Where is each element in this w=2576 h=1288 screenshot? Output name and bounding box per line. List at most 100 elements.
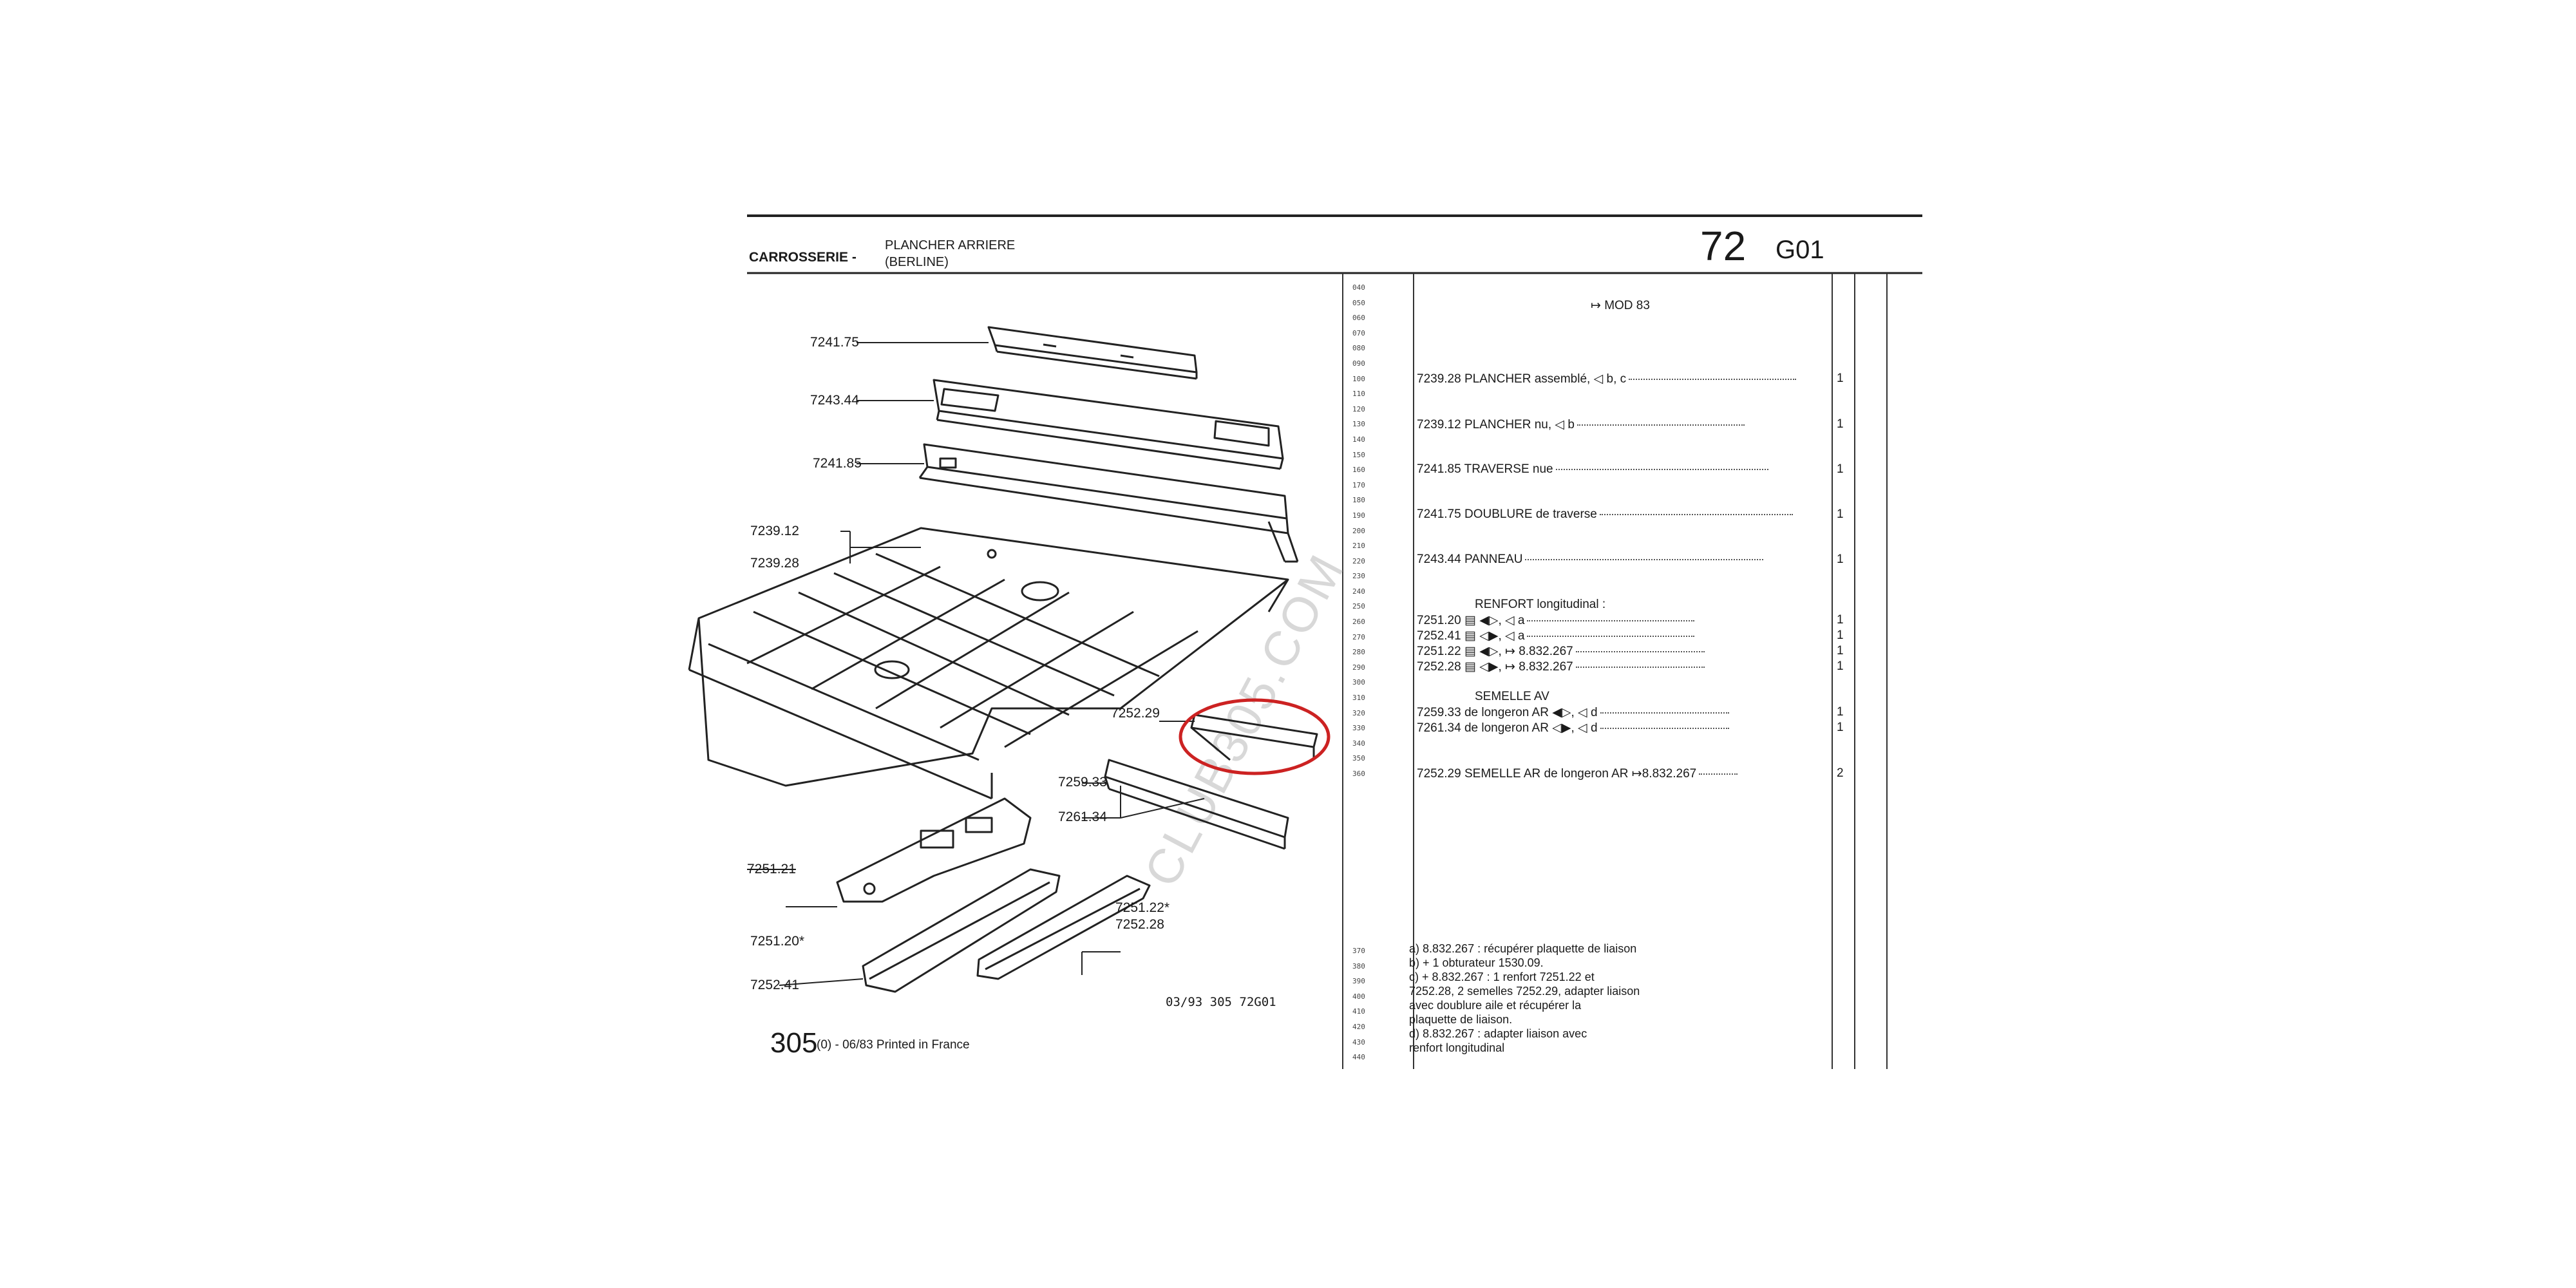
part-7251-22-drawing — [976, 875, 1151, 980]
part-qty: 1 — [1837, 372, 1844, 385]
label-7252-28: 7252.28 — [1115, 917, 1164, 932]
line-number: 270 — [1352, 632, 1365, 641]
part-7239-floor-drawing — [688, 527, 1289, 800]
note-line: a) 8.832.267 : récupérer plaquette de li… — [1409, 942, 1637, 955]
line-number: 180 — [1352, 496, 1365, 505]
line-number: 040 — [1352, 283, 1365, 292]
part-7251-20-drawing — [862, 868, 1061, 993]
line-number: 070 — [1352, 328, 1365, 337]
label-7251-22: 7251.22* — [1115, 900, 1170, 915]
line-number: 290 — [1352, 663, 1365, 672]
arrow-stop-icon: ↦ — [1505, 660, 1515, 674]
vehicle-icon: ▤ — [1464, 614, 1476, 627]
line-number: 380 — [1352, 961, 1365, 971]
mod-note: ↦ MOD 83 — [1591, 299, 1650, 312]
part-qty: 1 — [1837, 705, 1844, 719]
part-7243-44-drawing — [933, 379, 1284, 470]
highlight-circle — [1179, 698, 1331, 775]
line-number: 430 — [1352, 1037, 1365, 1046]
note-line: 7252.28, 2 semelles 7252.29, adapter lia… — [1409, 985, 1640, 998]
arrow-icon: ◁ — [1578, 721, 1587, 735]
note-line-number-column: 370 380 390 400 410 420 430 440 — [1352, 947, 1378, 1068]
label-7261-34: 7261.34 — [1058, 810, 1107, 824]
label-7259-33: 7259.33 — [1058, 775, 1107, 790]
part-qty: 1 — [1837, 613, 1844, 627]
part-row: 7252.29 SEMELLE AR de longeron AR ↦8.832… — [1417, 766, 1738, 781]
part-7241-75-drawing — [987, 326, 1198, 380]
label-7251-21: 7251.21 — [747, 862, 796, 876]
part-row: 7241.75 DOUBLURE de traverse — [1417, 507, 1793, 522]
line-number: 250 — [1352, 602, 1365, 611]
arrow-icon: ◁ — [1505, 614, 1515, 627]
line-number-column: 040 050 060 070 080 090 100 110 120 130 … — [1352, 283, 1378, 785]
line-number: 150 — [1352, 450, 1365, 459]
part-row: 7239.12 PLANCHER nu, ◁ b — [1417, 417, 1745, 432]
line-number: 370 — [1352, 947, 1365, 955]
line-number: 350 — [1352, 754, 1365, 763]
part-qty: 1 — [1837, 553, 1844, 566]
note-line: c) + 8.832.267 : 1 renfort 7251.22 et — [1409, 971, 1595, 983]
line-number: 220 — [1352, 556, 1365, 565]
part-row: 7252.28 ▤ ◁▶, ↦ 8.832.267 — [1417, 659, 1705, 674]
label-7241-85: 7241.85 — [813, 456, 862, 471]
part-row: 7259.33 de longeron AR ◀▷, ◁ d — [1417, 705, 1729, 720]
label-7243-44: 7243.44 — [810, 393, 859, 408]
page-title-line2: (BERLINE) — [885, 255, 949, 269]
part-row: 7252.41 ▤ ◁▶, ◁ a — [1417, 629, 1695, 643]
line-number: 340 — [1352, 739, 1365, 748]
line-number: 190 — [1352, 511, 1365, 520]
arrow-icon: ◁▶ — [1552, 721, 1571, 735]
line-number: 400 — [1352, 992, 1365, 1001]
line-number: 050 — [1352, 298, 1365, 307]
arrow-icon: ◁ — [1593, 372, 1604, 386]
line-number: 130 — [1352, 420, 1365, 429]
line-number: 280 — [1352, 648, 1365, 657]
line-number: 390 — [1352, 977, 1365, 986]
arrow-stop-icon: ↦ — [1505, 645, 1515, 658]
label-7251-20: 7251.20* — [750, 934, 805, 949]
part-qty: 1 — [1837, 417, 1844, 431]
line-number: 090 — [1352, 359, 1365, 368]
note-line: b) + 1 obturateur 1530.09. — [1409, 956, 1544, 969]
part-7252-29-drawing — [1190, 714, 1318, 761]
part-qty: 1 — [1837, 659, 1844, 673]
arrow-icon: ◁ — [1505, 629, 1515, 643]
note-line: renfort longitudinal — [1409, 1041, 1505, 1054]
vehicle-icon: ▤ — [1464, 645, 1476, 658]
note-line: d) 8.832.267 : adapter liaison avec — [1409, 1027, 1587, 1040]
exploded-parts-diagram — [688, 326, 1331, 993]
line-number: 100 — [1352, 374, 1365, 383]
page-title-line1: PLANCHER ARRIERE — [885, 238, 1016, 252]
group-number: 72 — [1700, 223, 1747, 269]
arrow-icon: ◁ — [1578, 706, 1587, 719]
semelle-heading: SEMELLE AV — [1475, 690, 1549, 703]
arrow-icon: ◁▶ — [1479, 629, 1499, 643]
arrow-icon: ◀▷ — [1479, 645, 1499, 658]
part-qty: 2 — [1837, 766, 1844, 780]
line-number: 330 — [1352, 724, 1365, 733]
line-number: 260 — [1352, 618, 1365, 627]
line-number: 420 — [1352, 1022, 1365, 1031]
line-number: 410 — [1352, 1007, 1365, 1016]
page-code: G01 — [1776, 236, 1824, 264]
line-number: 120 — [1352, 404, 1365, 413]
line-number: 060 — [1352, 314, 1365, 323]
line-number: 320 — [1352, 708, 1365, 717]
line-number: 300 — [1352, 678, 1365, 687]
notes-block: a) 8.832.267 : récupérer plaquette de li… — [1409, 942, 1640, 1055]
footer-model: 305 — [770, 1027, 818, 1059]
part-qty: 1 — [1837, 629, 1844, 642]
line-number: 160 — [1352, 466, 1365, 475]
section-title: CARROSSERIE - — [749, 250, 857, 265]
line-number: 240 — [1352, 587, 1365, 596]
label-7252-29: 7252.29 — [1111, 706, 1160, 721]
line-number: 200 — [1352, 526, 1365, 535]
line-number: 310 — [1352, 694, 1365, 703]
footer-code: 03/93 305 72G01 — [1166, 995, 1276, 1009]
line-number: 140 — [1352, 435, 1365, 444]
note-line: plaquette de liaison. — [1409, 1013, 1513, 1026]
line-number: 210 — [1352, 542, 1365, 551]
part-row: 7241.85 TRAVERSE nue — [1417, 462, 1768, 477]
